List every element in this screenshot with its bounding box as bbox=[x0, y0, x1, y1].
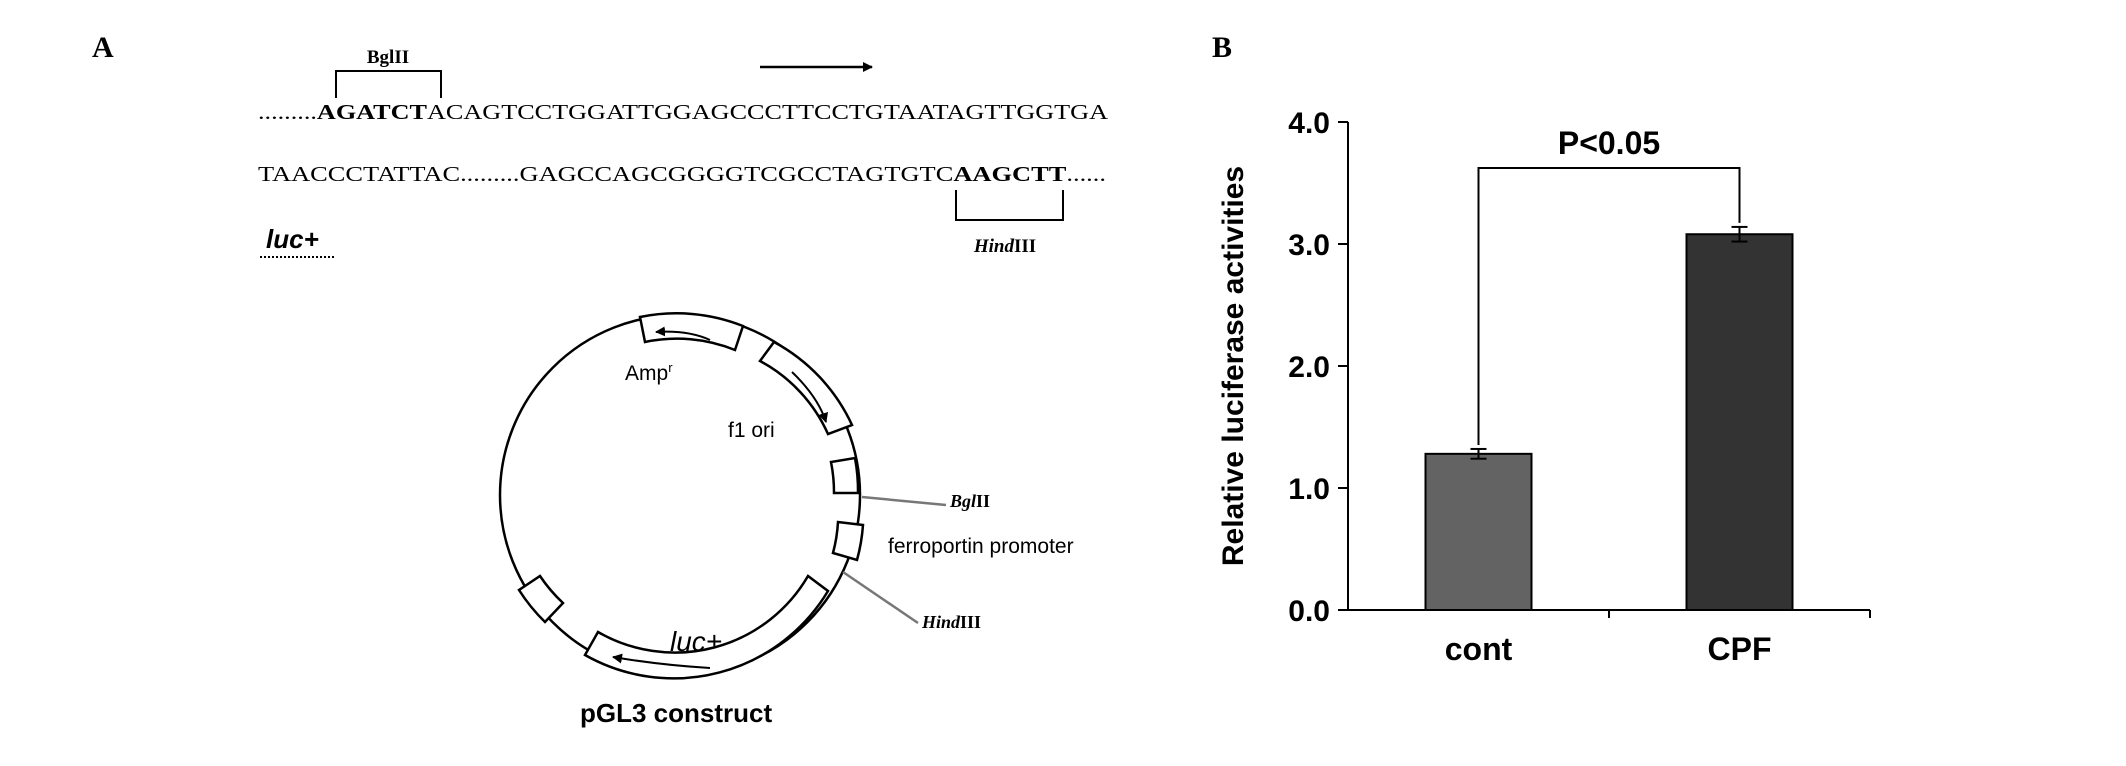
y-tick-label: 2.0 bbox=[1288, 351, 1330, 384]
hindIII-label: HindIII bbox=[973, 236, 1036, 257]
significance-bracket bbox=[1477, 167, 1741, 445]
amp-label: Ampr bbox=[625, 360, 673, 385]
amp-box bbox=[638, 312, 745, 352]
y-tick-label: 1.0 bbox=[1288, 473, 1330, 506]
bglII-pointer-line bbox=[861, 495, 947, 507]
f1-ori-label: f1 ori bbox=[728, 419, 775, 442]
f1-ori-box bbox=[758, 340, 854, 436]
panel-b-label: B bbox=[1212, 31, 1232, 64]
hindIII-bracket bbox=[955, 190, 1064, 221]
luc-box bbox=[583, 574, 830, 680]
bar-chart: 0.0 1.0 2.0 3.0 4.0 cont CPF Relative luciferas… bbox=[1217, 107, 1871, 667]
luc-plasmid-label: luc+ bbox=[670, 626, 722, 657]
plasmid-element-box bbox=[829, 456, 860, 495]
hindIII-pointer-line bbox=[842, 570, 919, 625]
hindIII-plasmid-label: HindIII bbox=[921, 612, 981, 632]
bar-cont bbox=[1424, 452, 1533, 611]
ferroportin-promoter-box bbox=[831, 520, 865, 562]
ferroportin-promoter-label: ferroportin promoter bbox=[888, 535, 1074, 558]
y-tick-label: 3.0 bbox=[1288, 229, 1330, 262]
bglII-bracket bbox=[335, 70, 442, 98]
sequence-line-2: TAACCCTATTAC.........GAGCCAGCGGGGTCGCCTA… bbox=[258, 162, 1106, 186]
bglII-plasmid-label: BglII bbox=[949, 491, 990, 511]
panel-a-label: A bbox=[92, 31, 114, 64]
bglII-label: BglII bbox=[367, 47, 409, 68]
luc-sequence-label: luc+ bbox=[266, 224, 319, 254]
category-label-cont: cont bbox=[1445, 631, 1513, 667]
significance-label: P<0.05 bbox=[1558, 125, 1660, 161]
y-tick-label: 4.0 bbox=[1288, 107, 1330, 140]
bar-cpf bbox=[1685, 233, 1794, 612]
category-label-cpf: CPF bbox=[1708, 631, 1772, 667]
y-tick-label: 0.0 bbox=[1288, 595, 1330, 628]
plasmid-small-box bbox=[517, 574, 565, 624]
construct-label: pGL3 construct bbox=[580, 698, 772, 728]
y-axis-label: Relative luciferase activities bbox=[1217, 166, 1250, 566]
